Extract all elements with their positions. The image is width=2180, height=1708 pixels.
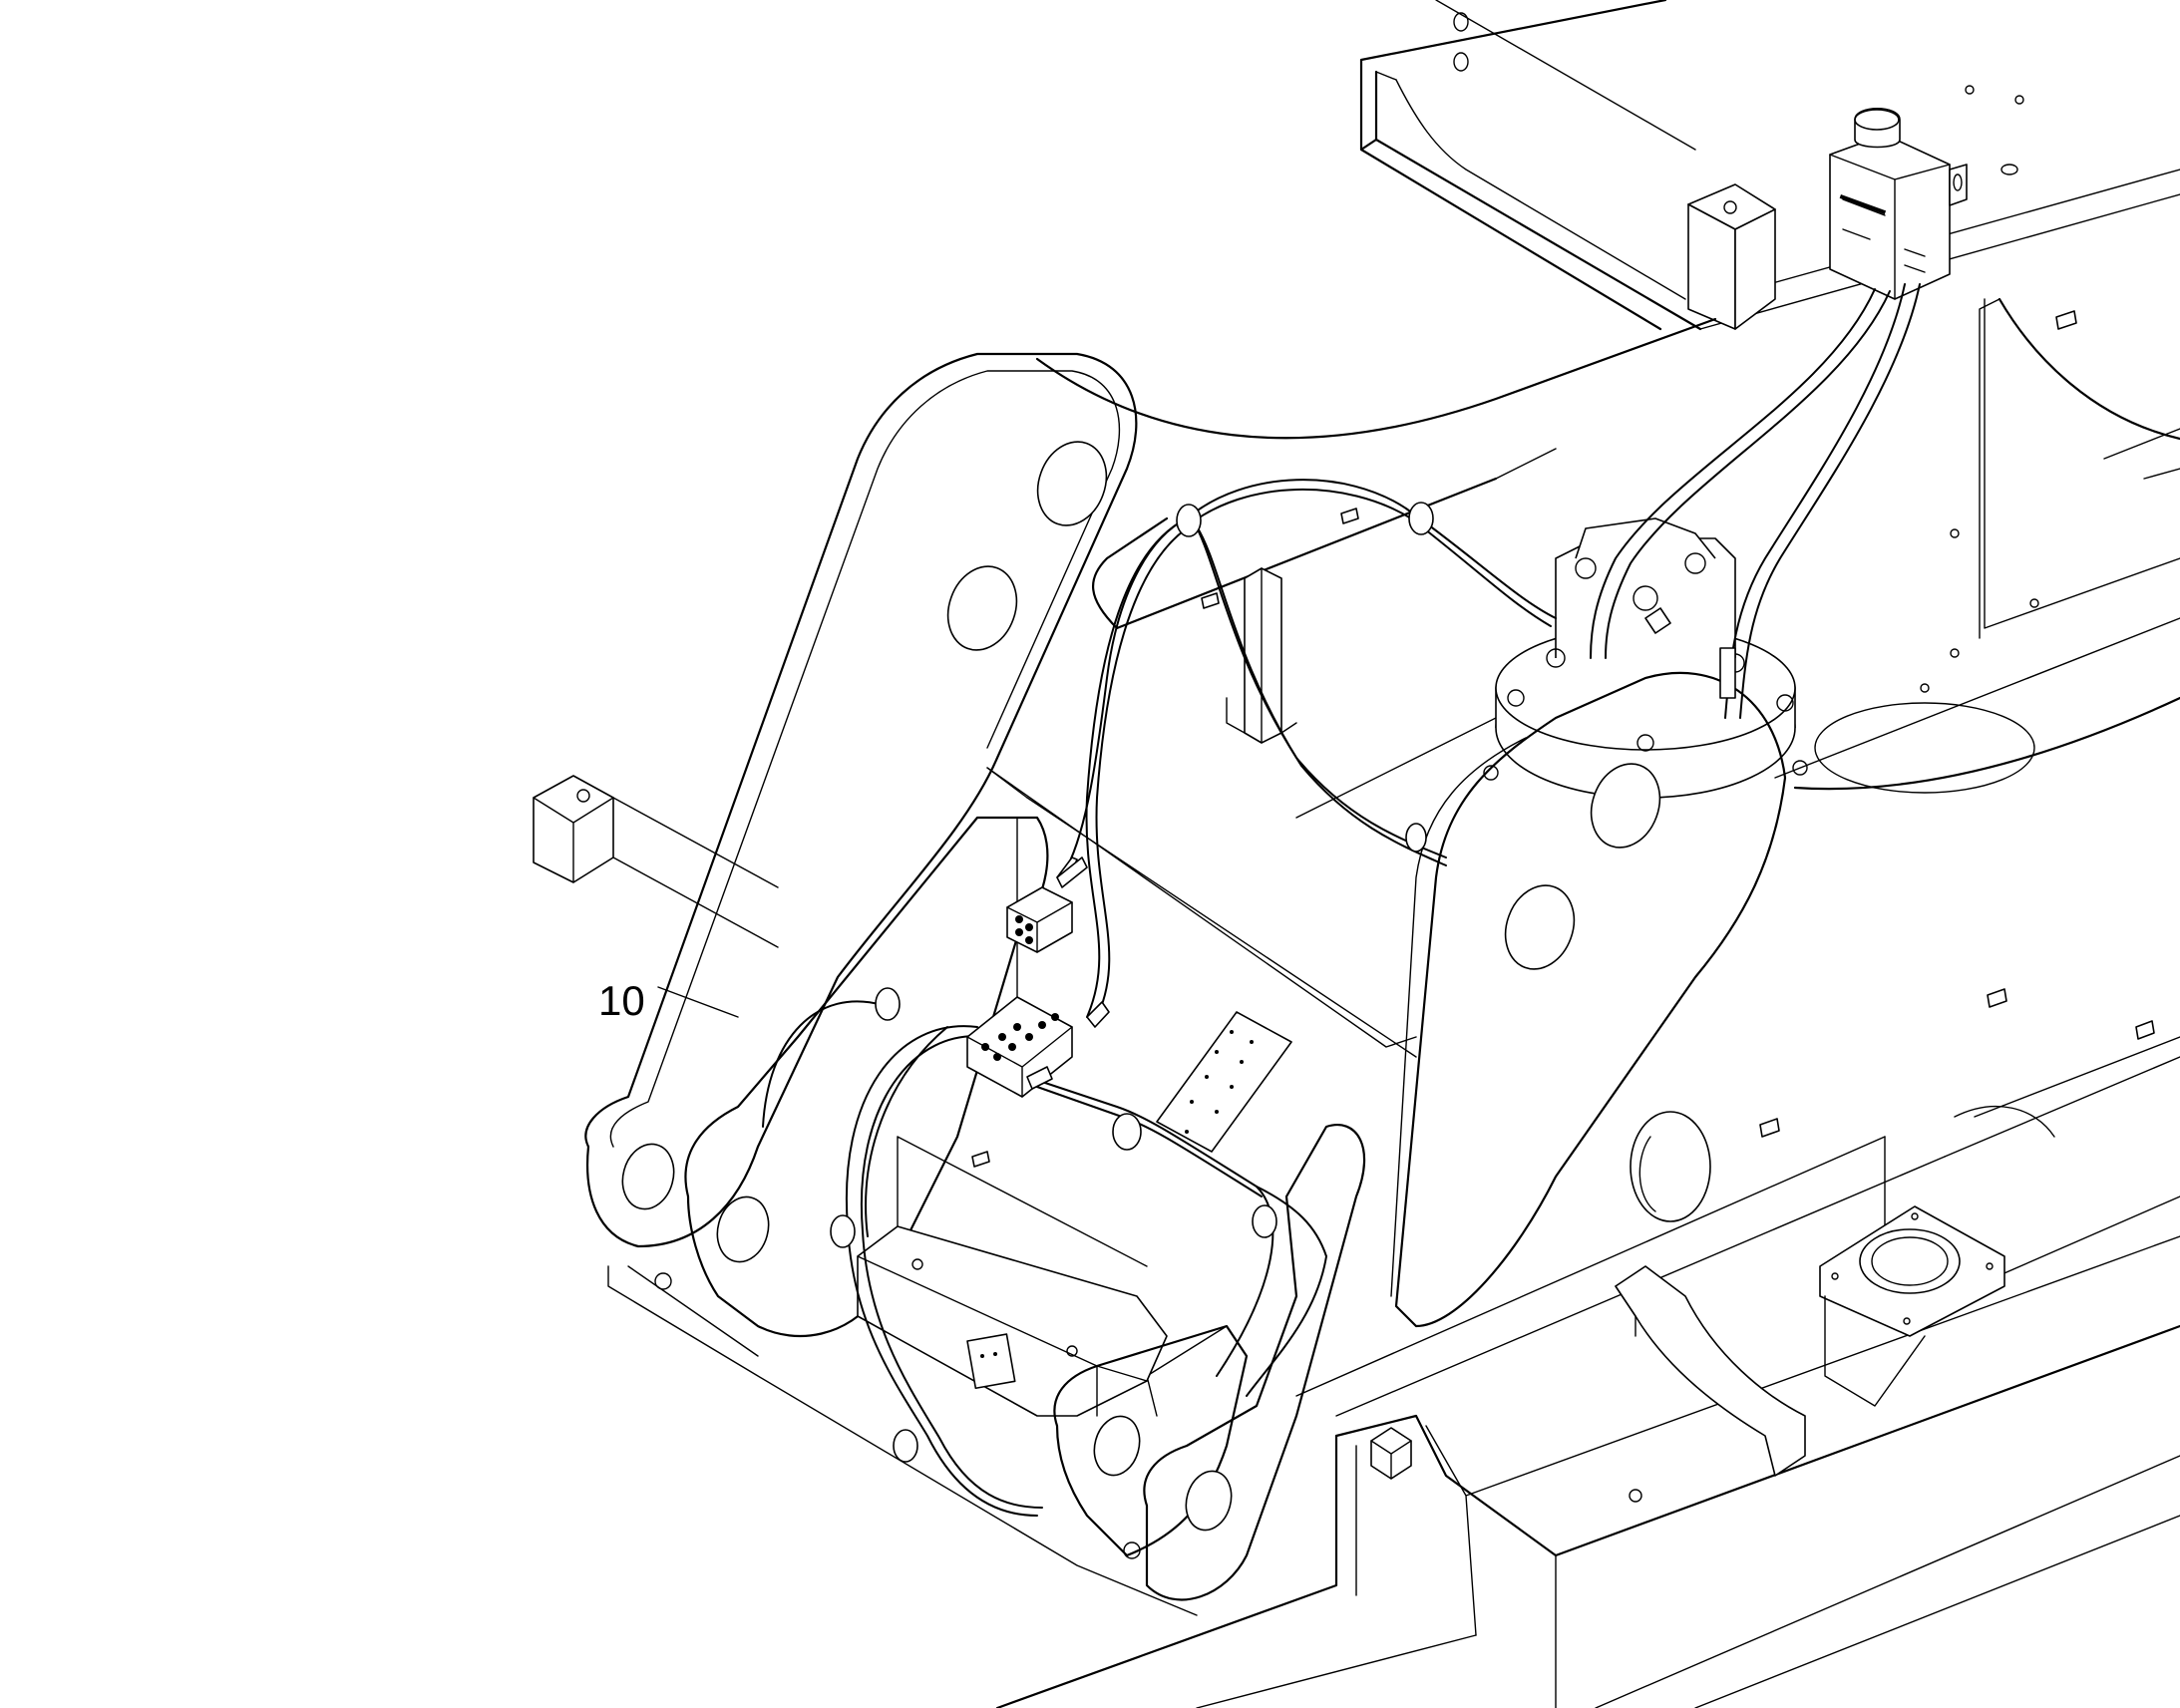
left-crossmember [533,775,779,948]
swing-motor [1483,517,1808,799]
wedge-bracket [1615,1265,1806,1477]
hose-fittings [1026,607,1736,1090]
upper-bracket [1687,183,1776,330]
upper-frame [1359,0,2180,331]
lower-pin-plate [1053,1124,1366,1601]
bottom-frame [995,1235,2180,1708]
hose-clamps [830,502,1434,1463]
left-boom-bracket [584,352,1138,1248]
mid-bracket [1226,567,1297,744]
base-plate [607,1265,1198,1616]
square-flange [1819,1205,2005,1407]
pipe-opening [1630,1111,1711,1222]
right-boom-plate [1390,671,1787,1328]
cylinder-mount [857,1225,1168,1417]
perforated-plate [1156,1011,1292,1153]
oil-reservoir [1829,108,1968,300]
callout-label-10: 10 [598,977,645,1024]
distribution-block-main [966,996,1073,1098]
callout-leader-line [657,986,739,1018]
bolts [971,310,2155,1168]
swing-body [1035,297,2180,819]
